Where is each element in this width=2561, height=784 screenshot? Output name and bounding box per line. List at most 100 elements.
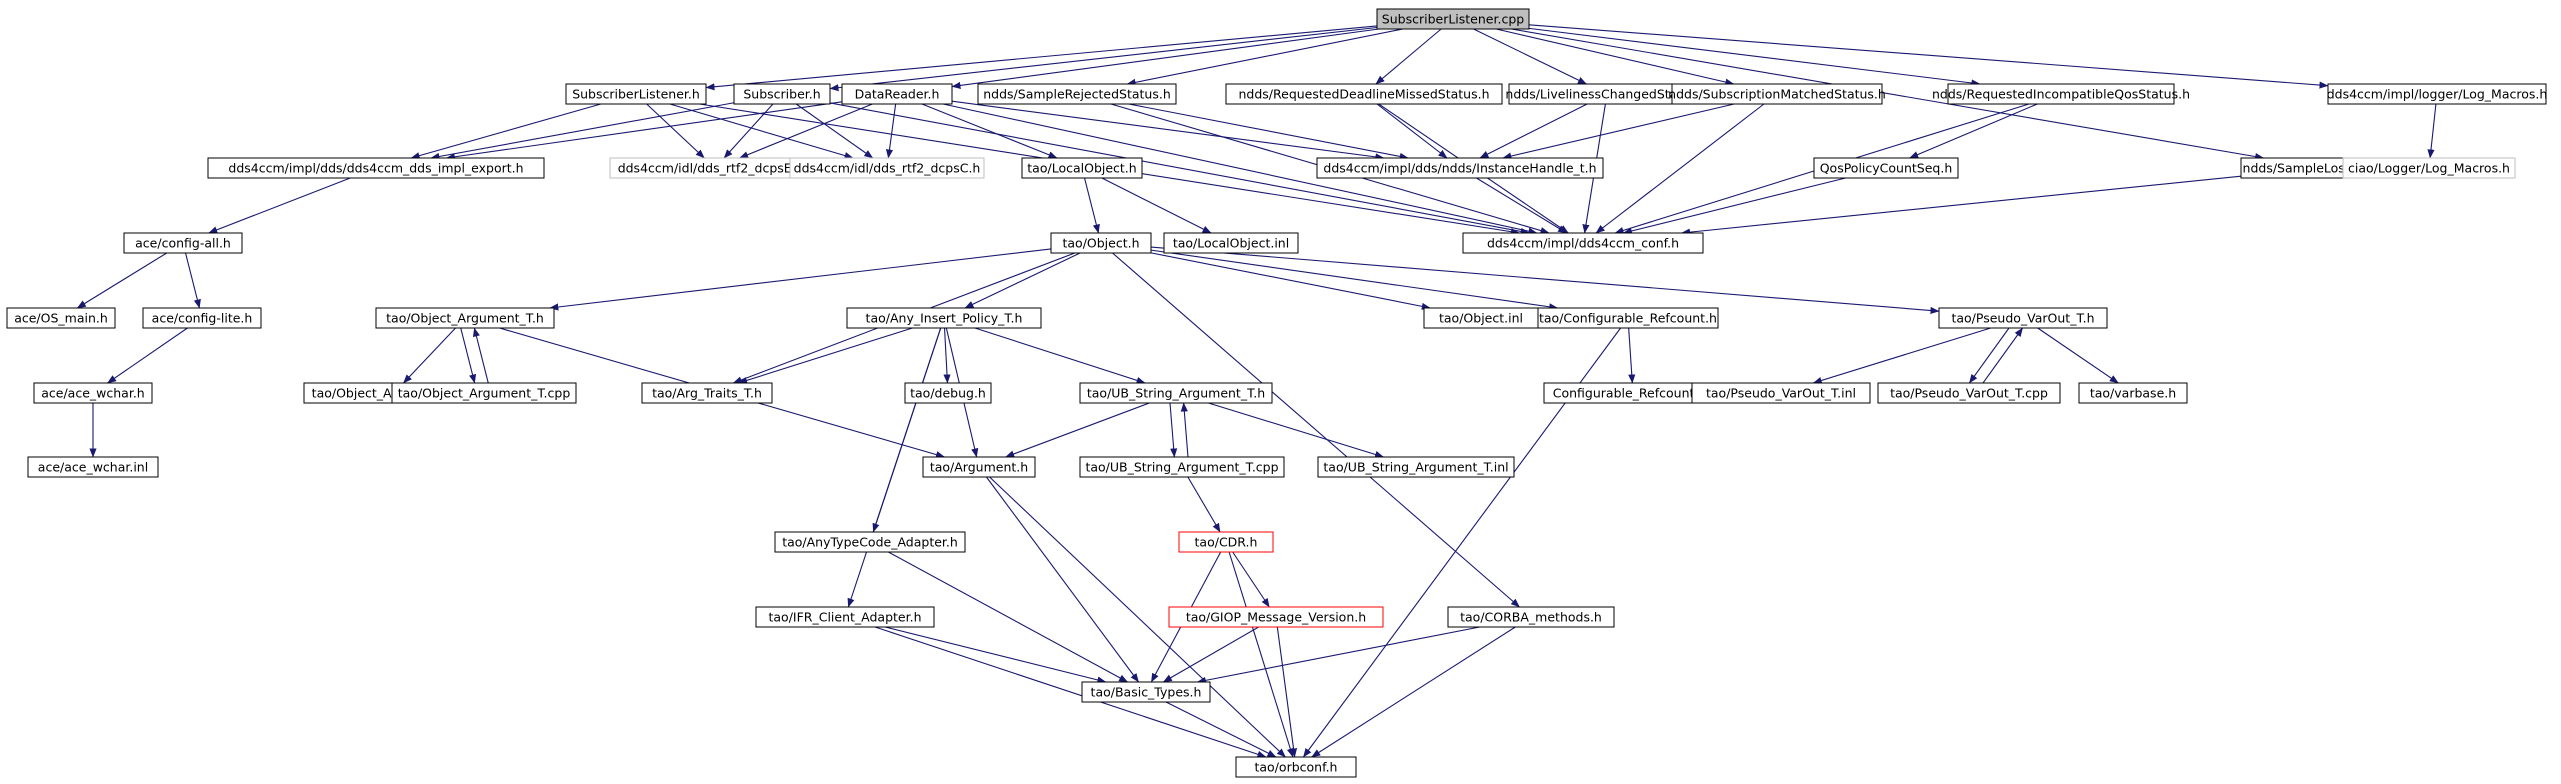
node-cri[interactable]: Configurable_Refcount.inl xyxy=(1543,382,1723,404)
node-dc[interactable]: dds4ccm/idl/dds_rtf2_dcpsC.h xyxy=(789,157,985,179)
edge-sms-to-ih xyxy=(1502,103,1735,160)
node-box xyxy=(2327,83,2547,105)
node-pvo[interactable]: tao/Pseudo_VarOut_T.h xyxy=(1938,307,2108,329)
node-box xyxy=(1081,681,1211,703)
node-box xyxy=(774,531,966,553)
node-ubsc[interactable]: tao/UB_String_Argument_T.cpp xyxy=(1079,456,1285,478)
edge-riq-to-qos xyxy=(1909,103,2038,159)
node-label: tao/Object_Argument_T.cpp xyxy=(398,386,571,401)
node-label: tao/orbconf.h xyxy=(1255,760,1338,775)
node-atca[interactable]: tao/AnyTypeCode_Adapter.h xyxy=(774,531,966,553)
edge-cdr-to-orb xyxy=(1228,551,1294,758)
edge-sublh-to-exp xyxy=(410,103,602,160)
node-label: ndds/SampleRejectedStatus.h xyxy=(983,87,1171,102)
node-label: dds4ccm/impl/dds/ndds/InstanceHandle_t.h xyxy=(1323,161,1596,176)
node-vb[interactable]: tao/varbase.h xyxy=(2078,382,2188,404)
node-ih[interactable]: dds4ccm/impl/dds/ndds/InstanceHandle_t.h xyxy=(1316,157,1604,179)
node-giop[interactable]: tao/GIOP_Message_Version.h xyxy=(1168,606,1384,628)
edge-ca-to-om xyxy=(76,252,168,309)
node-lcs[interactable]: ndds/LivelinessChangedStatus.h xyxy=(1505,83,1709,105)
node-label: tao/Arg_Traits_T.h xyxy=(652,386,762,401)
edge-drh-to-exp xyxy=(445,101,843,161)
node-box xyxy=(375,307,555,329)
edge-lcs-to-ih xyxy=(1479,103,1588,159)
node-ubsi[interactable]: tao/UB_String_Argument_T.inl xyxy=(1317,456,1515,478)
node-label: tao/AnyTypeCode_Adapter.h xyxy=(782,535,958,550)
node-box xyxy=(207,157,545,179)
node-oat[interactable]: tao/Object_Argument_T.h xyxy=(375,307,555,329)
node-label: tao/CORBA_methods.h xyxy=(1460,610,1602,625)
node-ca[interactable]: ace/config-all.h xyxy=(123,232,243,254)
node-dbg[interactable]: tao/debug.h xyxy=(904,382,992,404)
node-box xyxy=(641,382,773,404)
edge-root-to-srs xyxy=(1126,28,1403,86)
node-drh[interactable]: DataReader.h xyxy=(841,83,953,105)
edge-exp-to-ca xyxy=(208,177,351,234)
edge-arg-to-orb xyxy=(989,476,1286,758)
node-logm[interactable]: dds4ccm/impl/logger/Log_Macros.h xyxy=(2327,83,2548,105)
edge-root-to-lcs xyxy=(1473,28,1587,85)
edge-ubs-to-ubsc xyxy=(1169,402,1178,458)
edge-sublh-to-ec xyxy=(646,103,705,159)
edge-giop-to-orb xyxy=(1276,626,1298,758)
node-ciao[interactable]: ciao/Logger/Log_Macros.h xyxy=(2342,157,2516,179)
edge-arg-to-bt xyxy=(985,476,1140,683)
node-loi[interactable]: tao/LocalObject.inl xyxy=(1163,232,1299,254)
edge-root-to-logm xyxy=(1528,24,2329,89)
node-cr[interactable]: tao/Configurable_Refcount.h xyxy=(1537,307,1719,329)
edge-root-to-sms xyxy=(1496,28,1735,86)
node-box xyxy=(922,456,1036,478)
node-box xyxy=(1163,232,1299,254)
node-ubs[interactable]: tao/UB_String_Argument_T.h xyxy=(1079,382,1273,404)
node-exp[interactable]: dds4ccm/impl/dds/dds4ccm_dds_impl_export… xyxy=(207,157,545,179)
edge-drh-to-ih xyxy=(951,100,1385,161)
node-orb[interactable]: tao/orbconf.h xyxy=(1235,756,1357,778)
node-aw[interactable]: ace/ace_wchar.h xyxy=(33,382,153,404)
node-ec[interactable]: dds4ccm/idl/dds_rtf2_dcpsEC.h xyxy=(609,157,821,179)
node-atr[interactable]: tao/Arg_Traits_T.h xyxy=(641,382,773,404)
node-pvoi[interactable]: tao/Pseudo_VarOut_T.inl xyxy=(1691,382,1871,404)
node-label: tao/UB_String_Argument_T.cpp xyxy=(1085,460,1278,475)
node-lo[interactable]: tao/LocalObject.h xyxy=(1021,157,1143,179)
node-label: Configurable_Refcount.inl xyxy=(1553,386,1714,401)
node-conf[interactable]: dds4ccm/impl/dds4ccm_conf.h xyxy=(1462,232,1704,254)
node-ifr[interactable]: tao/IFR_Client_Adapter.h xyxy=(755,606,935,628)
node-box xyxy=(789,157,985,179)
node-qos[interactable]: QosPolicyCountSeq.h xyxy=(1813,157,1959,179)
node-rdm[interactable]: ndds/RequestedDeadlineMissedStatus.h xyxy=(1225,83,1503,105)
node-om[interactable]: ace/OS_main.h xyxy=(6,307,116,329)
node-label: tao/Object.inl xyxy=(1439,311,1523,326)
node-arg[interactable]: tao/Argument.h xyxy=(922,456,1036,478)
node-root[interactable]: SubscriberListener.cpp xyxy=(1376,8,1530,30)
node-sublh[interactable]: SubscriberListener.h xyxy=(565,83,707,105)
node-obj[interactable]: tao/Object.h xyxy=(1050,232,1152,254)
node-box xyxy=(1376,8,1530,30)
node-box xyxy=(755,606,935,628)
node-riq[interactable]: ndds/RequestedIncompatibleQosStatus.h xyxy=(1932,83,2190,105)
node-label: tao/Object_Argument_T.h xyxy=(386,311,544,326)
node-box xyxy=(1316,157,1604,179)
node-aip[interactable]: tao/Any_Insert_Policy_T.h xyxy=(846,307,1042,329)
node-box xyxy=(1178,531,1274,553)
edge-subh-to-dc xyxy=(795,103,874,159)
edge-aip-to-atr xyxy=(738,327,913,384)
node-label: tao/Argument.h xyxy=(930,460,1028,475)
node-oinl[interactable]: tao/Object.inl xyxy=(1423,307,1539,329)
node-box xyxy=(33,382,153,404)
node-cm[interactable]: tao/CORBA_methods.h xyxy=(1447,606,1615,628)
edge-drh-to-ec xyxy=(739,103,873,159)
node-label: Subscriber.h xyxy=(743,87,820,102)
node-label: tao/Object.h xyxy=(1062,236,1139,251)
node-cl[interactable]: ace/config-lite.h xyxy=(142,307,262,329)
edge-root-to-rdm xyxy=(1375,28,1442,85)
node-cdr[interactable]: tao/CDR.h xyxy=(1178,531,1274,553)
node-srs[interactable]: ndds/SampleRejectedStatus.h xyxy=(977,83,1177,105)
node-label: tao/Basic_Types.h xyxy=(1091,685,1202,700)
node-subh[interactable]: Subscriber.h xyxy=(733,83,831,105)
node-oatc[interactable]: tao/Object_Argument_T.cpp xyxy=(391,382,577,404)
node-bt[interactable]: tao/Basic_Types.h xyxy=(1081,681,1211,703)
node-sms[interactable]: ndds/SubscriptionMatchedStatus.h xyxy=(1668,83,1886,105)
node-box xyxy=(565,83,707,105)
node-pvoc[interactable]: tao/Pseudo_VarOut_T.cpp xyxy=(1877,382,2061,404)
node-awi[interactable]: ace/ace_wchar.inl xyxy=(27,456,159,478)
